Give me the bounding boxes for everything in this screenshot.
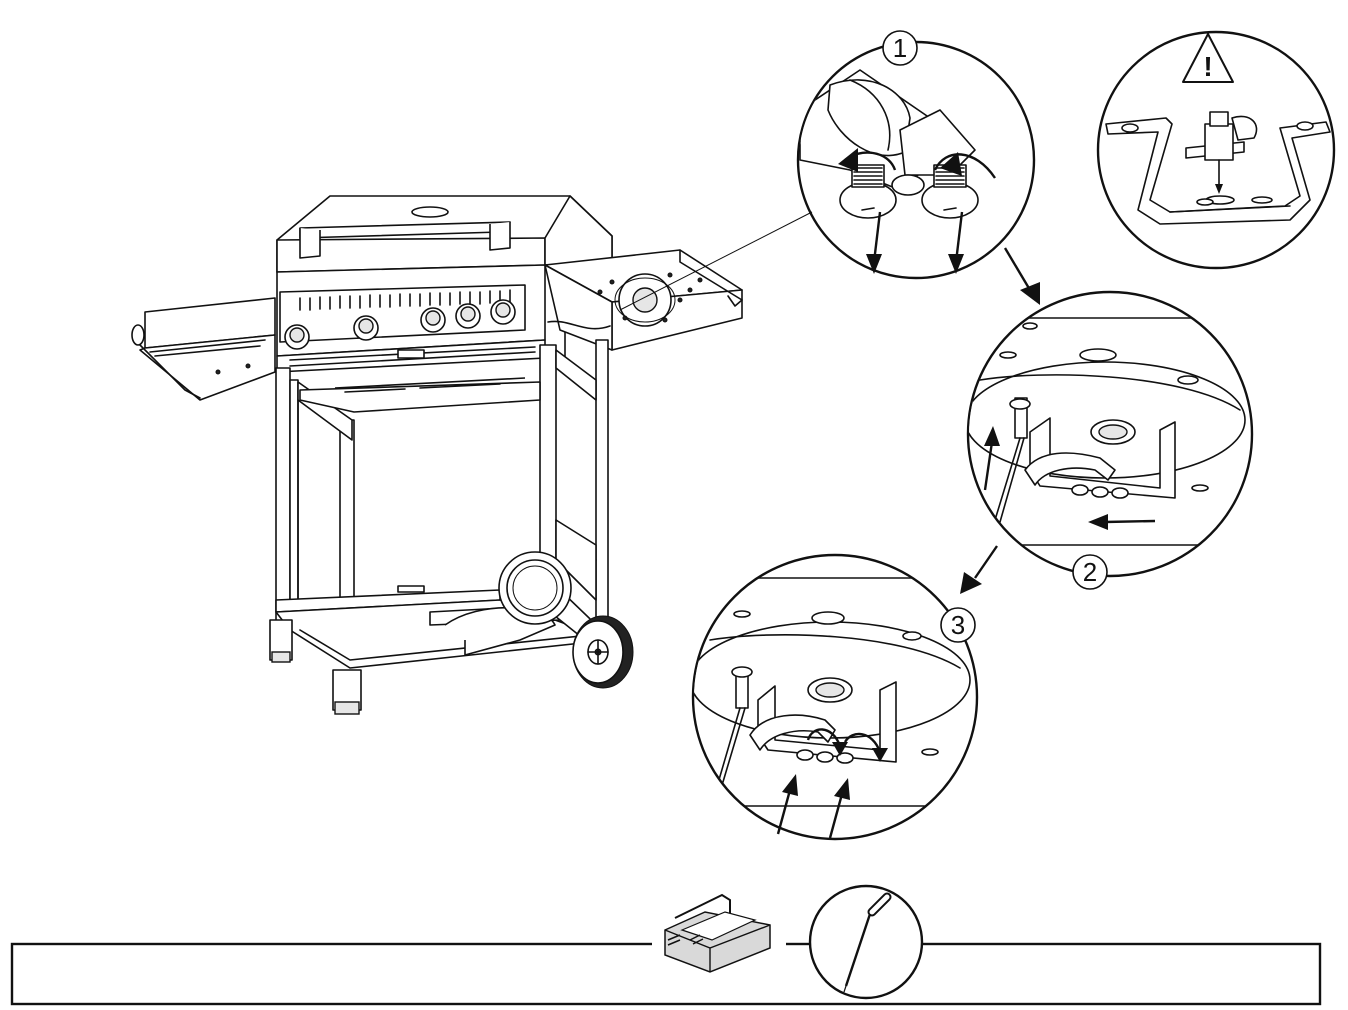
warning-icon: ! [1182,33,1234,83]
screwdriver-icon [808,884,924,1000]
warning-detail-circle: ! [1096,30,1336,270]
detail-circle-1: 1 [796,30,1036,280]
grill-wheel [572,615,634,689]
flow-arrow-2-3 [960,545,998,594]
right-side-shelf [544,249,743,351]
detail-circle-3: 3 [691,553,979,841]
flow-arrow-1-2 [1003,247,1040,305]
grill-body [276,264,566,373]
detail-circle-2: 2 [966,290,1254,590]
toolbox-icon [652,893,786,974]
warning-symbol: ! [1203,51,1212,82]
tools-bar [10,884,1322,1006]
step-label-3: 3 [951,610,965,640]
detail-leader-line [619,211,813,311]
grill-feet [269,619,362,715]
grill-illustration [131,195,813,715]
left-side-shelf [131,297,276,401]
grill-lid [276,195,613,273]
step-label-1: 1 [893,33,907,63]
step-label-2: 2 [1083,557,1097,587]
gas-bottle-holder [498,551,613,653]
control-knobs [284,299,516,350]
